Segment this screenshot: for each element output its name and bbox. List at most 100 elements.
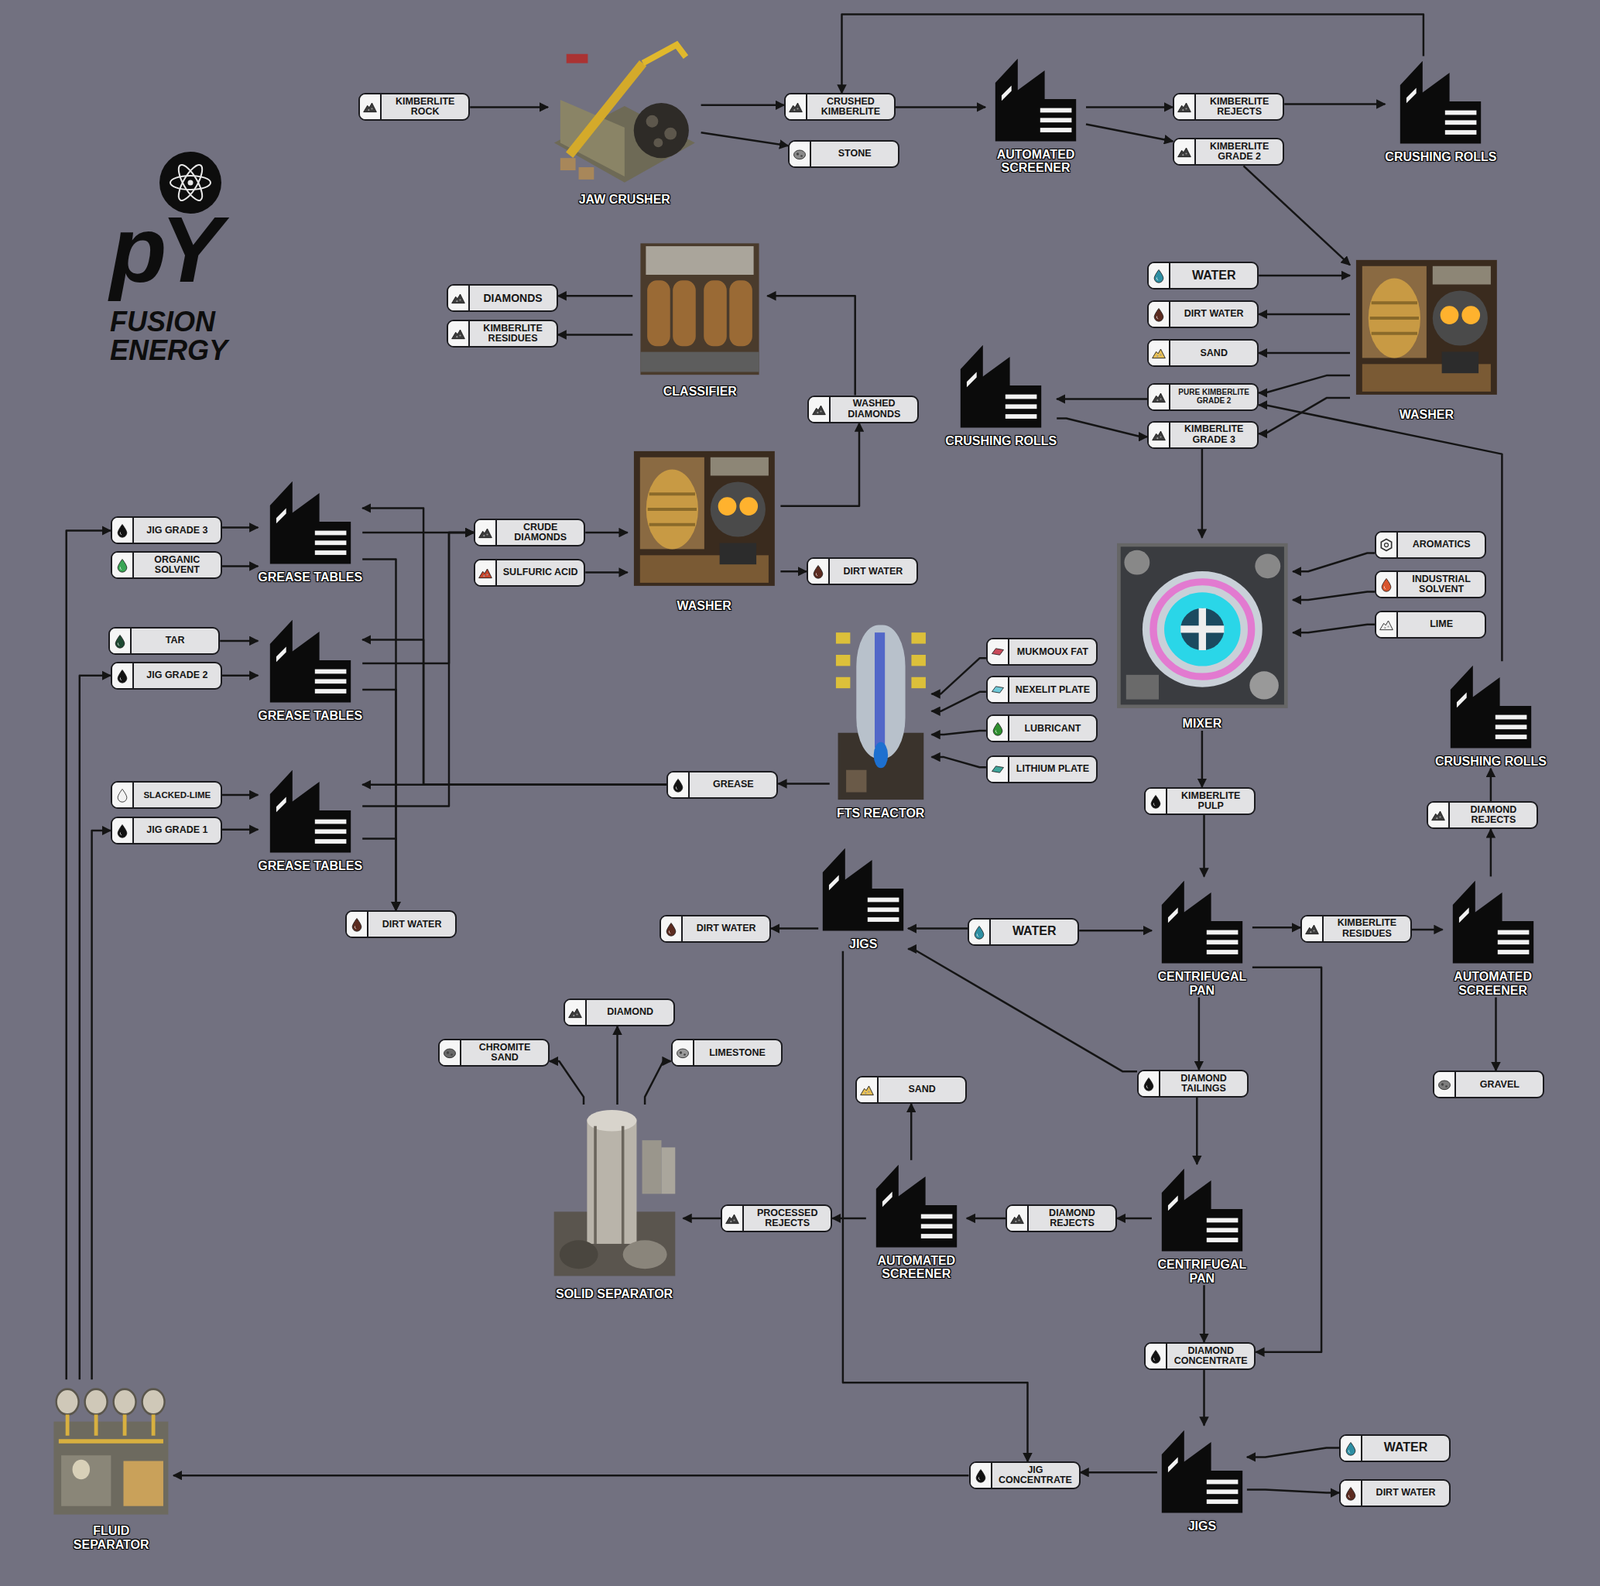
flow-arrow [1490,829,1493,877]
flow-arrow [219,640,258,643]
flow-arrow [362,640,667,785]
machine-name: JIGS [1188,1519,1217,1534]
item-glyph [990,720,1006,737]
item-name: PURE KIMBERLITE GRADE 2 [1170,387,1258,407]
machine-illustration [1395,56,1486,147]
item-glyph [362,99,378,115]
item-icon [565,1000,587,1025]
item-glyph [791,146,808,162]
item-pill: GRAVEL [1432,1070,1545,1099]
item-glyph [670,777,686,793]
machine-node: CRUSHING ROLLS [1435,661,1547,769]
machine-name: JAW CRUSHER [579,192,671,207]
item-glyph [450,290,466,306]
item-glyph [1151,389,1167,405]
item-pill: DIRT WATER [1147,300,1259,329]
machine-name: WASHER [676,599,731,614]
machine-art [1349,250,1504,405]
item-glyph [990,644,1006,660]
item-glyph [1436,1076,1453,1093]
item-icon [1148,384,1171,410]
flow-arrow [1258,404,1502,662]
item-icon [856,1077,879,1103]
machine-illustration [1445,661,1536,751]
item-glyph [1304,921,1320,937]
flow-arrow [1292,624,1375,634]
flow-arrow [1116,1217,1152,1220]
machine-node: GREASE TABLES [257,476,363,585]
item-glyph [441,1044,458,1061]
machine-name: AUTOMATED SCREENER [1442,969,1544,998]
flow-arrow [1258,375,1350,393]
machine-name: JIGS [849,937,878,952]
item-glyph [973,1467,989,1484]
item-icon [359,94,382,120]
machine-node: CRUSHING ROLLS [1384,56,1497,165]
item-name: INDUSTRIAL SOLVENT [1397,572,1485,597]
item-name: DIAMOND TAILINGS [1160,1072,1248,1096]
item-glyph [1151,345,1167,361]
item-pill: CRUDE DIAMONDS [473,518,586,547]
item-icon [1148,422,1171,448]
machine-art [990,54,1081,144]
item-icon [346,911,369,937]
machine-node: JIGS [818,843,908,952]
item-pill: LUBRICANT [986,714,1098,743]
item-pill: SAND [855,1075,967,1104]
flow-arrow [701,104,785,107]
machine-name: SOLID SEPARATOR [555,1287,673,1302]
flow-arrow [469,106,549,109]
item-name: GREASE [689,777,777,792]
machine-name: CENTRIFUGAL PAN [1151,1257,1253,1285]
item-name: SAND [1170,346,1258,360]
flow-arrow [931,657,987,694]
item-name: SAND [878,1082,966,1097]
item-icon [1145,1343,1168,1369]
flow-arrow [1086,124,1173,142]
item-pill: LIMESTONE [671,1038,783,1067]
item-glyph [1009,1210,1025,1227]
flow-arrow [777,782,830,785]
machine-name: FTS REACTOR [836,806,925,821]
flow-arrow [1198,997,1201,1071]
item-name: KIMBERLITE REJECTS [1195,95,1283,119]
item-glyph [114,522,131,538]
machine-node: GREASE TABLES [257,615,363,723]
item-glyph [1151,427,1167,443]
machine-art [1395,56,1486,147]
item-pill: JIG GRADE 3 [110,516,223,545]
item-glyph [349,916,365,932]
flow-arrow [780,570,807,573]
flow-arrow [931,692,987,712]
flow-arrow [907,927,968,930]
machine-name: CLASSIFIER [663,384,737,399]
machine-art [265,615,356,706]
machine-illustration [1157,1425,1248,1516]
flow-arrow [1201,448,1204,538]
item-name: KIMBERLITE GRADE 2 [1195,140,1283,164]
machine-illustration [545,1104,684,1284]
item-pill: AROMATICS [1374,531,1487,559]
flow-arrow [1292,553,1375,573]
flow-arrow [362,783,667,786]
item-name: SLACKED-LIME [133,788,221,802]
flow-arrow [1056,397,1148,401]
item-name: LIMESTONE [694,1046,782,1060]
item-icon [987,757,1010,782]
item-name: DIAMOND [586,1005,674,1019]
machine-node: JAW CRUSHER [548,35,702,206]
machine-art [1448,876,1539,967]
flow-arrow [1258,352,1350,355]
machine-illustration [955,340,1046,431]
item-glyph [1343,1485,1359,1501]
item-icon [1340,1480,1363,1506]
item-glyph [1378,616,1395,633]
item-icon [672,1040,695,1066]
item-icon [808,558,830,584]
machine-illustration [1111,537,1294,714]
item-icon [439,1040,462,1066]
flow-arrow [1080,1471,1158,1474]
item-pill: WATER [1147,261,1259,290]
flow-arrow [1258,313,1350,316]
machine-name: GREASE TABLES [257,859,363,874]
